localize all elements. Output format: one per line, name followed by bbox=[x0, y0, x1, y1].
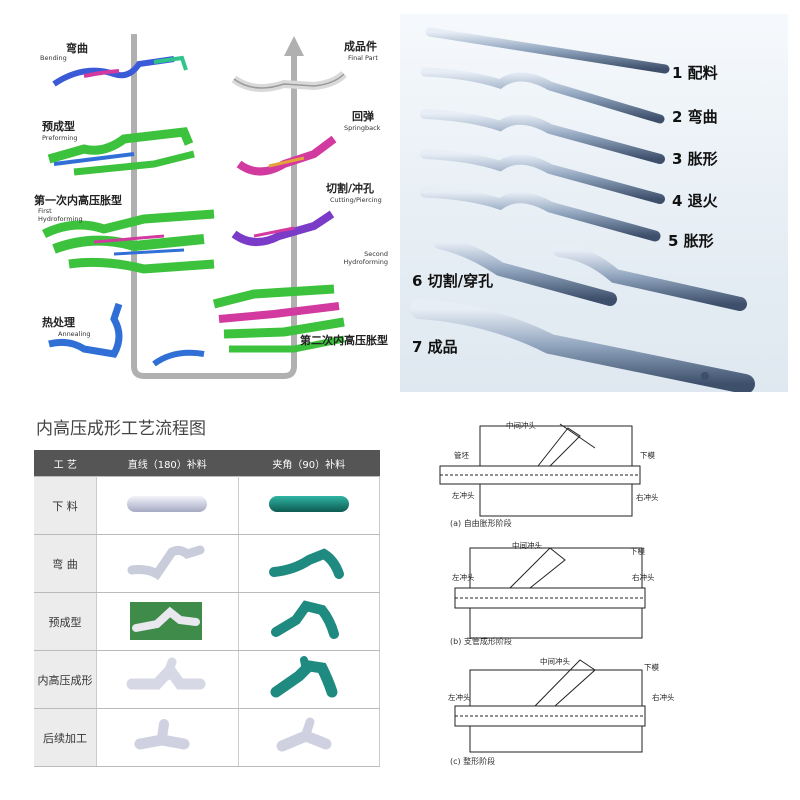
cutting-part bbox=[231, 210, 335, 246]
cell-angle-bent bbox=[238, 534, 380, 593]
tube-step-label-1: 1 配料 bbox=[672, 64, 718, 82]
hydroforming-process-3d-panel: 弯曲 Bending 预成型 Preforming 第一次内高压胀型 First… bbox=[14, 14, 392, 392]
step-second-hydroforming-en: Second Hydroforming bbox=[343, 250, 388, 266]
label-a-tube: 管坯 bbox=[454, 451, 469, 460]
tube-step-4 bbox=[420, 149, 665, 204]
preforming-part bbox=[47, 127, 194, 164]
row-label-bending: 弯 曲 bbox=[34, 534, 97, 593]
step-bending-zh: 弯曲 bbox=[66, 42, 88, 55]
process-flow-table-panel: 内高压成形工艺流程图 工 艺 直线（180）补料 夹角（90）补料 下 料 弯 … bbox=[14, 400, 392, 786]
label-a-middle-punch: 中间冲头 bbox=[506, 421, 536, 430]
cell-straight-bent bbox=[96, 534, 239, 593]
tube-step-3 bbox=[420, 109, 665, 164]
label-b-middle-punch: 中间冲头 bbox=[512, 541, 542, 550]
tube-step-2 bbox=[420, 67, 665, 124]
header-process: 工 艺 bbox=[34, 450, 97, 477]
label-a-right-punch: 右冲头 bbox=[636, 493, 659, 502]
step-cutting-zh: 切割/冲孔 bbox=[326, 182, 375, 195]
flow-arrow-head bbox=[284, 36, 304, 56]
table-row: 预成型 bbox=[34, 592, 380, 651]
tube-step-5 bbox=[419, 186, 661, 242]
step-annealing-zh: 热处理 bbox=[42, 316, 75, 329]
flow-arrow bbox=[131, 34, 297, 379]
caption-stage-b: (b) 支管成形阶段 bbox=[450, 637, 512, 646]
cell-angle-finished bbox=[238, 708, 380, 767]
header-angle: 夹角（90）补料 bbox=[238, 450, 380, 477]
tube-step-6a bbox=[433, 235, 617, 306]
label-b-right-punch: 右冲头 bbox=[632, 573, 655, 582]
label-c-lower-die: 下模 bbox=[644, 663, 659, 672]
step-first-hydroforming-zh: 第一次内高压胀型 bbox=[34, 194, 122, 207]
table-header-row: 工 艺 直线（180）补料 夹角（90）补料 bbox=[34, 450, 380, 477]
process-flow-diagram bbox=[41, 34, 347, 379]
bending-part bbox=[52, 56, 175, 87]
step-springback-zh: 回弹 bbox=[352, 110, 374, 123]
cell-straight-blank bbox=[96, 476, 239, 535]
second-hydroforming-part bbox=[212, 284, 335, 309]
step-cutting-en: Cutting/Piercing bbox=[330, 196, 382, 204]
label-a-lower-die: 下模 bbox=[640, 451, 655, 460]
springback-part bbox=[236, 135, 337, 176]
cell-angle-preformed bbox=[238, 592, 380, 651]
caption-stage-c: (c) 整形阶段 bbox=[450, 757, 496, 766]
final-part bbox=[231, 71, 347, 92]
cell-straight-preformed bbox=[96, 592, 239, 651]
tube-steps-photo-panel: 1 配料 2 弯曲 3 胀形 4 退火 5 胀形 6 切割/穿孔 7 成品 bbox=[400, 14, 788, 392]
tee-forming-stages-panel: 中间冲头 管坯 下模 左冲头 右冲头 (a) 自由胀形阶段 中间冲头 下模 左冲… bbox=[400, 400, 788, 786]
cell-straight-hydroformed bbox=[96, 650, 239, 709]
label-a-left-punch: 左冲头 bbox=[452, 491, 475, 500]
step-springback-en: Springback bbox=[344, 124, 381, 132]
row-label-cutting: 下 料 bbox=[34, 476, 97, 535]
label-c-middle-punch: 中间冲头 bbox=[540, 657, 570, 666]
cell-angle-hydroformed bbox=[238, 650, 380, 709]
step-annealing-en: Annealing bbox=[58, 330, 91, 338]
step-preforming-zh: 预成型 bbox=[42, 120, 75, 133]
caption-stage-a: (a) 自由胀形阶段 bbox=[450, 519, 512, 528]
table-row: 下 料 bbox=[34, 476, 380, 535]
row-label-hydroforming: 内高压成形 bbox=[34, 650, 97, 709]
annealing-part bbox=[48, 302, 123, 358]
step-bending: 弯曲 bbox=[66, 40, 88, 56]
tube-step-label-6: 6 切割/穿孔 bbox=[412, 272, 494, 290]
table-row: 后续加工 bbox=[34, 708, 380, 767]
cell-angle-blank bbox=[238, 476, 380, 535]
tube-step-label-3: 3 胀形 bbox=[672, 150, 718, 168]
label-c-right-punch: 右冲头 bbox=[652, 693, 675, 702]
first-hydroforming-part bbox=[41, 209, 215, 239]
row-label-post-processing: 后续加工 bbox=[34, 708, 97, 767]
label-b-lower-die: 下模 bbox=[630, 547, 645, 556]
tube-step-label-7: 7 成品 bbox=[412, 338, 458, 356]
tube-step-6b bbox=[553, 243, 747, 311]
tube-step-label-5: 5 胀形 bbox=[668, 232, 714, 250]
tube-step-label-4: 4 退火 bbox=[672, 192, 718, 210]
step-final-part-zh: 成品件 bbox=[344, 40, 377, 53]
process-table: 工 艺 直线（180）补料 夹角（90）补料 下 料 弯 曲 bbox=[34, 450, 380, 767]
table-title: 内高压成形工艺流程图 bbox=[36, 419, 206, 439]
row-label-preforming: 预成型 bbox=[34, 592, 97, 651]
tube-step-label-2: 2 弯曲 bbox=[672, 108, 718, 126]
tube-step-1 bbox=[425, 27, 670, 74]
header-straight: 直线（180）补料 bbox=[96, 450, 238, 477]
label-c-left-punch: 左冲头 bbox=[448, 693, 471, 702]
tube-step-7 bbox=[410, 299, 755, 392]
step-preforming-en: Preforming bbox=[42, 134, 78, 142]
table-row: 弯 曲 bbox=[34, 534, 380, 593]
tube-steps-illustration bbox=[410, 27, 755, 392]
step-bending-en: Bending bbox=[40, 54, 67, 62]
step-second-hydroforming-zh: 第二次内高压胀型 bbox=[300, 334, 388, 347]
step-first-hydroforming-en: First Hydroforming bbox=[38, 207, 83, 223]
table-row: 内高压成形 bbox=[34, 650, 380, 709]
step-final-part-en: Final Part bbox=[348, 54, 378, 62]
tee-forming-drawings bbox=[439, 423, 646, 753]
cell-straight-finished bbox=[96, 708, 239, 767]
label-b-left-punch: 左冲头 bbox=[452, 573, 475, 582]
